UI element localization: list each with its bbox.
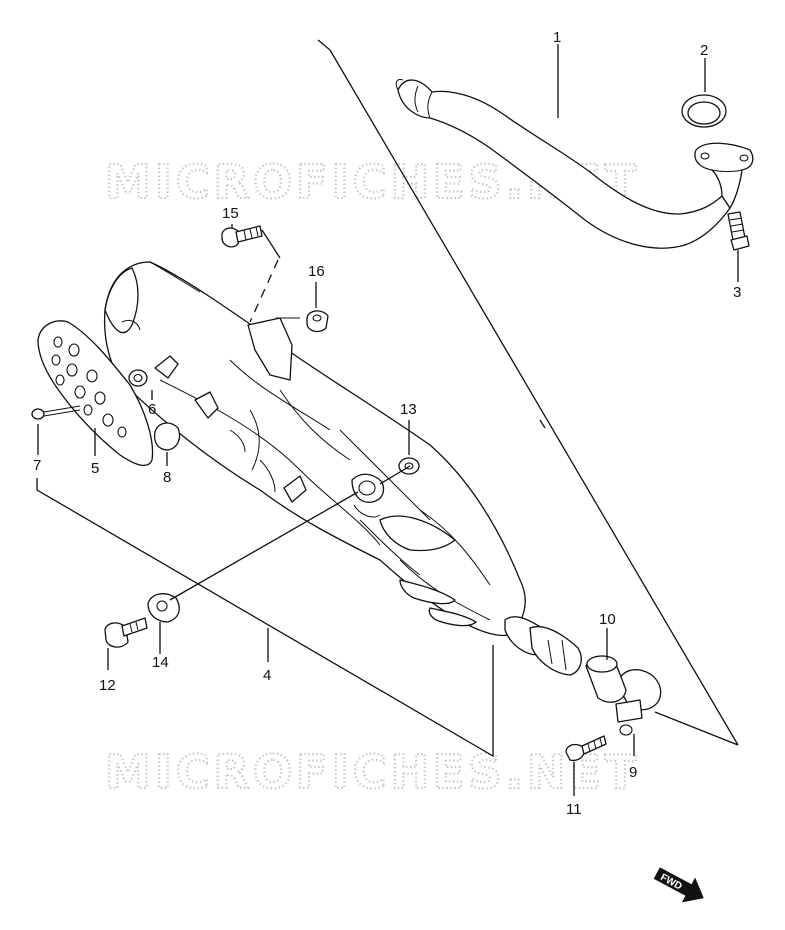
muffler-group-outline — [36, 478, 494, 758]
callout-11: 11 — [566, 801, 582, 818]
callout-10: 10 — [599, 611, 616, 628]
cushion — [153, 422, 181, 451]
callout-7: 7 — [33, 457, 41, 474]
fwd-label: FWD — [658, 872, 683, 892]
washer — [128, 355, 179, 387]
callout-4: 4 — [263, 667, 271, 684]
callout-1: 1 — [553, 29, 561, 46]
mounting-bolt — [104, 617, 148, 648]
callout-labels: 1 2 3 4 5 6 7 8 9 10 11 12 13 14 15 16 — [33, 29, 741, 818]
upper-bolt — [221, 225, 263, 248]
callout-5: 5 — [91, 460, 99, 477]
callout-15: 15 — [222, 205, 239, 222]
callout-8: 8 — [163, 469, 171, 486]
callout-16: 16 — [308, 263, 325, 280]
clamp-bolt — [565, 735, 607, 762]
gasket — [681, 94, 727, 128]
heat-protector — [37, 320, 154, 467]
callout-3: 3 — [733, 284, 741, 301]
flange-nut-16 — [306, 310, 329, 333]
callout-2: 2 — [700, 42, 708, 59]
muffler-clamp — [615, 669, 662, 736]
exhaust-pipe-group-outline — [317, 39, 739, 746]
callout-14: 14 — [152, 654, 169, 671]
callout-9: 9 — [629, 764, 637, 781]
leader-lines — [37, 44, 739, 796]
muffler — [103, 261, 582, 676]
exhaust-stud-bolt — [727, 211, 750, 251]
muffler-cushion — [147, 593, 180, 623]
exhaust-pipe — [395, 79, 754, 249]
callout-12: 12 — [99, 677, 116, 694]
fwd-direction-badge: FWD — [653, 867, 704, 903]
watermark-bottom: MICROFICHES.NET — [105, 745, 640, 799]
pipe-connector — [585, 655, 627, 703]
callout-6: 6 — [148, 401, 156, 418]
callout-13: 13 — [400, 401, 417, 418]
screw — [31, 405, 81, 420]
